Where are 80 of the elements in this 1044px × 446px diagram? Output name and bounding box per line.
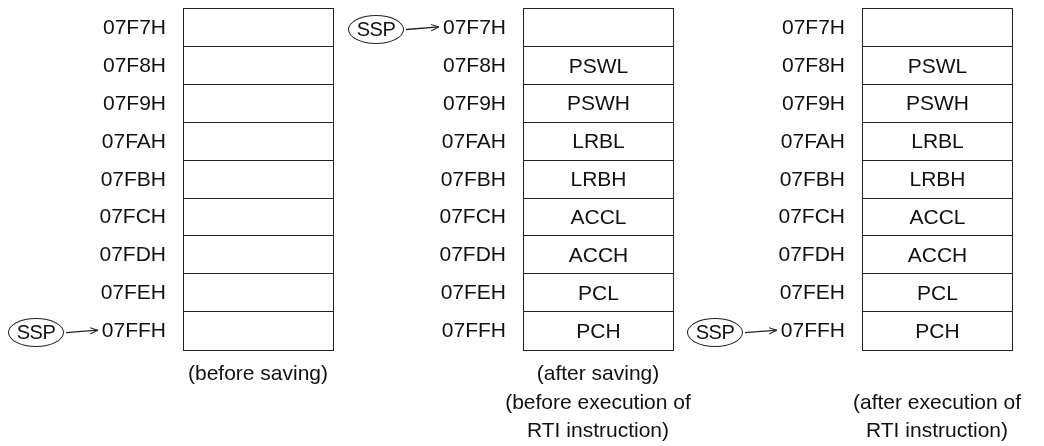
register-name: LRBH [570, 167, 627, 192]
address-label: 07FDH [439, 242, 506, 267]
register-name: ACCH [907, 243, 968, 268]
stack-caption: (before execution of RTI instruction) [504, 388, 692, 443]
address-label: 07FAH [101, 128, 166, 153]
memory-cell [183, 273, 334, 313]
address-label: 07F7H [781, 14, 845, 39]
memory-cell [862, 83, 1013, 124]
pointer-name: SSP [356, 18, 396, 41]
register-name: LRBL [911, 129, 964, 154]
address-label: 07FFH [441, 318, 506, 343]
stack-caption: (before saving) [186, 360, 330, 386]
register-name: ACCL [570, 205, 627, 230]
address-label: 07FDH [778, 242, 845, 267]
memory-cell [523, 235, 674, 275]
memory-cell [183, 159, 334, 199]
register-name: PSWH [567, 91, 630, 116]
address-label: 07FBH [100, 166, 166, 191]
address-label: 07F7H [102, 14, 166, 39]
address-label: 07F7H [442, 14, 506, 39]
memory-cell [183, 121, 334, 162]
address-label: 07F8H [102, 52, 166, 77]
address-label: 07F9H [102, 90, 166, 115]
register-name: PCL [578, 281, 619, 305]
memory-cell [862, 159, 1013, 199]
pointer-name: SSP [16, 321, 56, 345]
address-label: 07F8H [781, 52, 845, 77]
address-label: 07FCH [439, 204, 506, 229]
address-label: 07FCH [778, 204, 845, 229]
memory-cell [862, 273, 1013, 313]
register-name: PSWL [907, 53, 968, 78]
address-label: 07FBH [779, 166, 845, 191]
pointer-label-oval [687, 318, 743, 348]
memory-cell [862, 311, 1013, 351]
address-label: 07FFH [101, 318, 166, 343]
address-label: 07FEH [100, 280, 166, 305]
memory-cell [523, 121, 674, 162]
address-label: 07F9H [442, 90, 506, 115]
memory-cell [523, 8, 674, 48]
pointer-label-oval [348, 15, 404, 44]
pointer-label-oval [8, 318, 64, 348]
address-label: 07FFH [780, 318, 845, 343]
memory-cell [183, 235, 334, 275]
memory-cell [183, 8, 334, 48]
memory-cell [862, 45, 1013, 86]
memory-cell [523, 159, 674, 199]
register-name: ACCH [568, 243, 629, 268]
address-label: 07FEH [779, 280, 845, 305]
memory-cell [183, 45, 334, 86]
register-name: PCL [917, 281, 958, 305]
pointer-name: SSP [695, 321, 735, 345]
address-label: 07F8H [442, 52, 506, 77]
memory-cell [523, 273, 674, 313]
register-name: ACCL [909, 205, 966, 230]
memory-cell [523, 83, 674, 124]
memory-cell [862, 235, 1013, 275]
address-label: 07FAH [780, 128, 845, 153]
memory-cell [523, 311, 674, 351]
address-label: 07FAH [441, 128, 506, 153]
address-label: 07F9H [781, 90, 845, 115]
memory-cell [523, 197, 674, 237]
memory-cell [862, 121, 1013, 162]
memory-cell [862, 197, 1013, 237]
address-label: 07FCH [99, 204, 166, 229]
memory-cell [183, 83, 334, 124]
stack-caption: (after saving) [535, 360, 661, 386]
register-name: LRBL [572, 129, 625, 154]
memory-cell [183, 197, 334, 237]
register-name: PSWH [906, 91, 969, 116]
memory-cell [523, 45, 674, 86]
stack-caption: (after execution of RTI instruction) [851, 388, 1023, 443]
register-name: PCH [576, 318, 621, 343]
register-name: PCH [915, 318, 960, 343]
register-name: LRBH [909, 167, 966, 192]
address-label: 07FDH [99, 242, 166, 267]
memory-cell [862, 8, 1013, 48]
address-label: 07FBH [440, 166, 506, 191]
memory-cell [183, 311, 334, 351]
register-name: PSWL [568, 53, 629, 78]
address-label: 07FEH [440, 280, 506, 305]
